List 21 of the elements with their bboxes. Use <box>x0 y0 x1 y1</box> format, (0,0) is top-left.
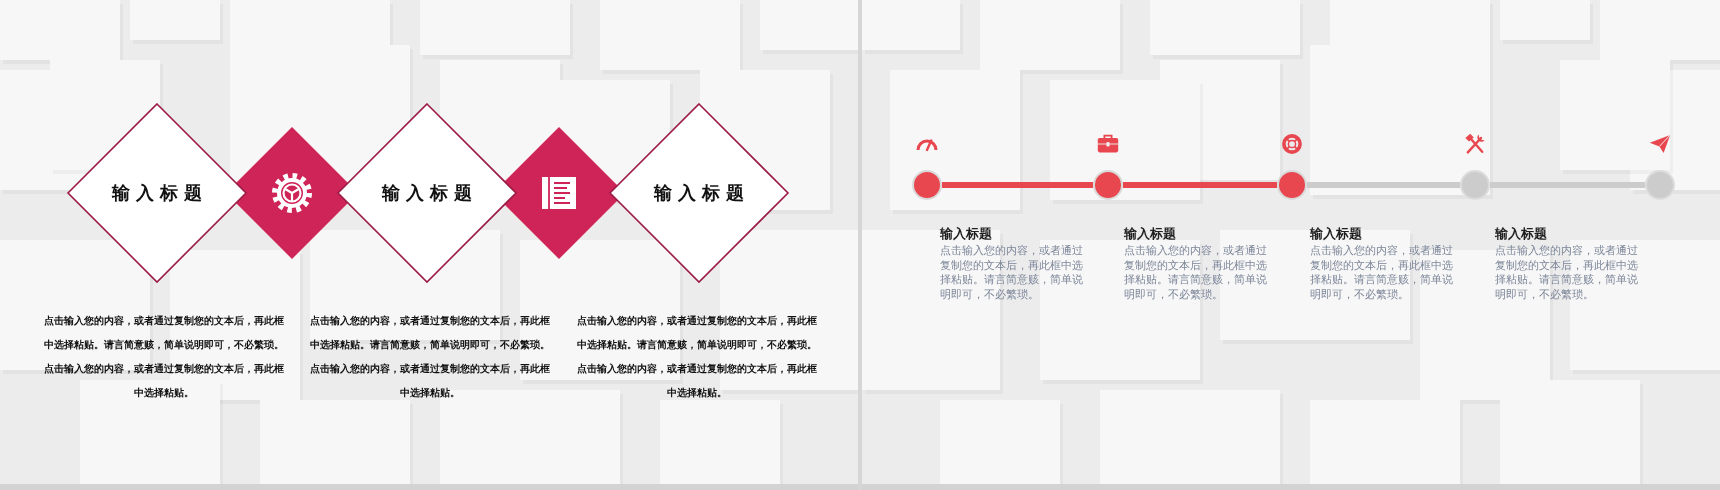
step-title: 输入标题 <box>1310 226 1362 242</box>
step-title: 输入标题 <box>1495 226 1547 242</box>
step-description: 点击输入您的内容，或者通过复制您的文本后，再此框中选择粘贴。请言简意赅，简单说明即可，不必繁琐。 <box>1310 244 1454 302</box>
timeline-line <box>1490 182 1645 188</box>
diamond-title: 输入标题 <box>110 182 208 204</box>
body-text: 点击输入您的内容，或者通过复制您的文本后，再此框中选择粘贴。请言简意赅，简单说明即可，不必繁琐。点击输入您的内容，或者通过复制您的文本后，再此框中选择粘贴。 <box>576 314 818 400</box>
timeline-line <box>942 182 1093 188</box>
step-title: 输入标题 <box>1124 226 1176 242</box>
step-description: 点击输入您的内容，或者通过复制您的文本后，再此框中选择粘贴。请言简意赅，简单说明即可，不必繁琐。 <box>1124 244 1268 302</box>
timeline-line <box>1123 182 1277 188</box>
body-text: 点击输入您的内容，或者通过复制您的文本后，再此框中选择粘贴。请言简意赅，简单说明即可，不必繁琐。点击输入您的内容，或者通过复制您的文本后，再此框中选择粘贴。 <box>309 314 551 400</box>
diamond-title: 输入标题 <box>380 182 478 204</box>
step-description: 点击输入您的内容，或者通过复制您的文本后，再此框中选择粘贴。请言简意赅，简单说明即可，不必繁琐。 <box>940 244 1084 302</box>
step-description: 点击输入您的内容，或者通过复制您的文本后，再此框中选择粘贴。请言简意赅，简单说明即可，不必繁琐。 <box>1495 244 1639 302</box>
title-diamond <box>337 103 517 283</box>
title-diamond <box>67 103 247 283</box>
body-text: 点击输入您的内容，或者通过复制您的文本后，再此框中选择粘贴。请言简意赅，简单说明即可，不必繁琐。点击输入您的内容，或者通过复制您的文本后，再此框中选择粘贴。 <box>43 314 285 400</box>
timeline-line <box>1307 182 1460 188</box>
step-title: 输入标题 <box>940 226 992 242</box>
title-diamond <box>609 103 789 283</box>
diamond-title: 输入标题 <box>652 182 750 204</box>
